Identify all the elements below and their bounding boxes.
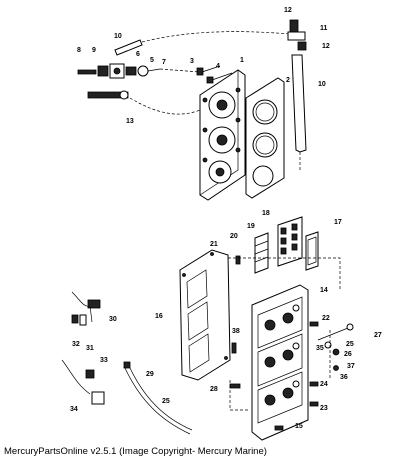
callout-26: 26	[344, 351, 352, 358]
callout-10b: 10	[318, 81, 326, 88]
callout-28: 28	[210, 386, 218, 393]
callout-16: 16	[155, 313, 163, 320]
callout-37: 37	[347, 363, 355, 370]
callout-12: 12	[284, 7, 292, 14]
callout-38: 38	[232, 328, 240, 335]
screws	[229, 255, 354, 431]
callout-24: 24	[320, 381, 328, 388]
callout-33: 33	[100, 357, 108, 364]
fittings-group	[77, 63, 161, 100]
callout-13: 13	[126, 118, 134, 125]
callout-32: 32	[72, 341, 80, 348]
callout-1: 1	[240, 57, 244, 64]
sensor-wiring	[61, 291, 105, 405]
callout-12b: 12	[322, 43, 330, 50]
head-gasket	[245, 77, 285, 199]
callout-17: 17	[334, 219, 342, 226]
callout-3: 3	[190, 58, 194, 65]
callout-5: 5	[150, 57, 154, 64]
callout-7: 7	[162, 59, 166, 66]
callout-11: 11	[320, 25, 328, 32]
callout-19: 19	[247, 223, 255, 230]
drain-hose	[123, 361, 193, 435]
crankcase	[251, 284, 309, 441]
callout-14: 14	[320, 287, 328, 294]
callout-34: 34	[70, 406, 78, 413]
callout-22: 22	[322, 315, 330, 322]
cover-plate	[179, 249, 231, 381]
callout-10: 10	[114, 33, 122, 40]
callout-labels: 1 2 3 4 5 6 7 8 9 10 11 12 12 10 13 14 1…	[70, 7, 382, 430]
callout-27: 27	[374, 332, 382, 339]
callout-29: 29	[146, 371, 154, 378]
callout-21: 21	[210, 241, 218, 248]
callout-30: 30	[109, 316, 117, 323]
callout-8: 8	[77, 47, 81, 54]
callout-25: 25	[346, 341, 354, 348]
reed-assembly	[254, 216, 319, 274]
callout-36: 36	[340, 374, 348, 381]
callout-2: 2	[286, 77, 290, 84]
callout-9: 9	[92, 47, 96, 54]
callout-18: 18	[262, 210, 270, 217]
callout-35: 35	[316, 345, 324, 352]
callout-6: 6	[136, 51, 140, 58]
callout-31: 31	[86, 345, 94, 352]
callout-20: 20	[230, 233, 238, 240]
callout-4: 4	[216, 63, 220, 70]
copyright-footer: MercuryPartsOnline v2.5.1 (Image Copyrig…	[4, 446, 267, 457]
water-hoses	[114, 19, 307, 170]
callout-15: 15	[295, 423, 303, 430]
callout-25b: 25	[162, 398, 170, 405]
cylinder-head	[199, 69, 246, 201]
callout-23: 23	[320, 405, 328, 412]
